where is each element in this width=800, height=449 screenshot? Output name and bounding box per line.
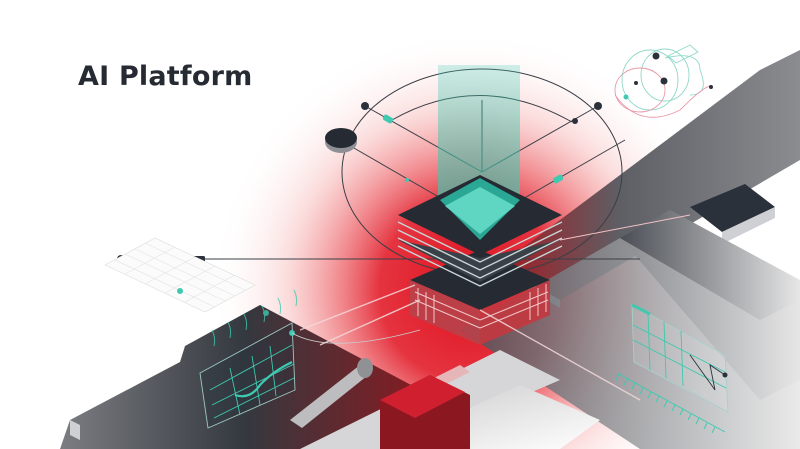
orbit-nodes — [361, 102, 602, 184]
grey-beam-left — [60, 305, 430, 449]
light-streaks — [299, 284, 641, 401]
cylinder-rod — [290, 358, 373, 428]
red-block — [380, 375, 470, 449]
page-title: AI Platform — [78, 61, 253, 92]
grid-marker — [177, 288, 183, 294]
signal-arcs — [211, 289, 298, 347]
black-puck — [325, 128, 357, 153]
looping-curves — [614, 44, 713, 118]
network-graph-panel — [631, 303, 729, 413]
tick-ruler — [615, 372, 726, 434]
line-chart-panel — [199, 322, 421, 429]
central-chip-stack — [397, 175, 563, 345]
dark-block-right — [690, 184, 775, 244]
isometric-grid-panel — [104, 237, 256, 313]
